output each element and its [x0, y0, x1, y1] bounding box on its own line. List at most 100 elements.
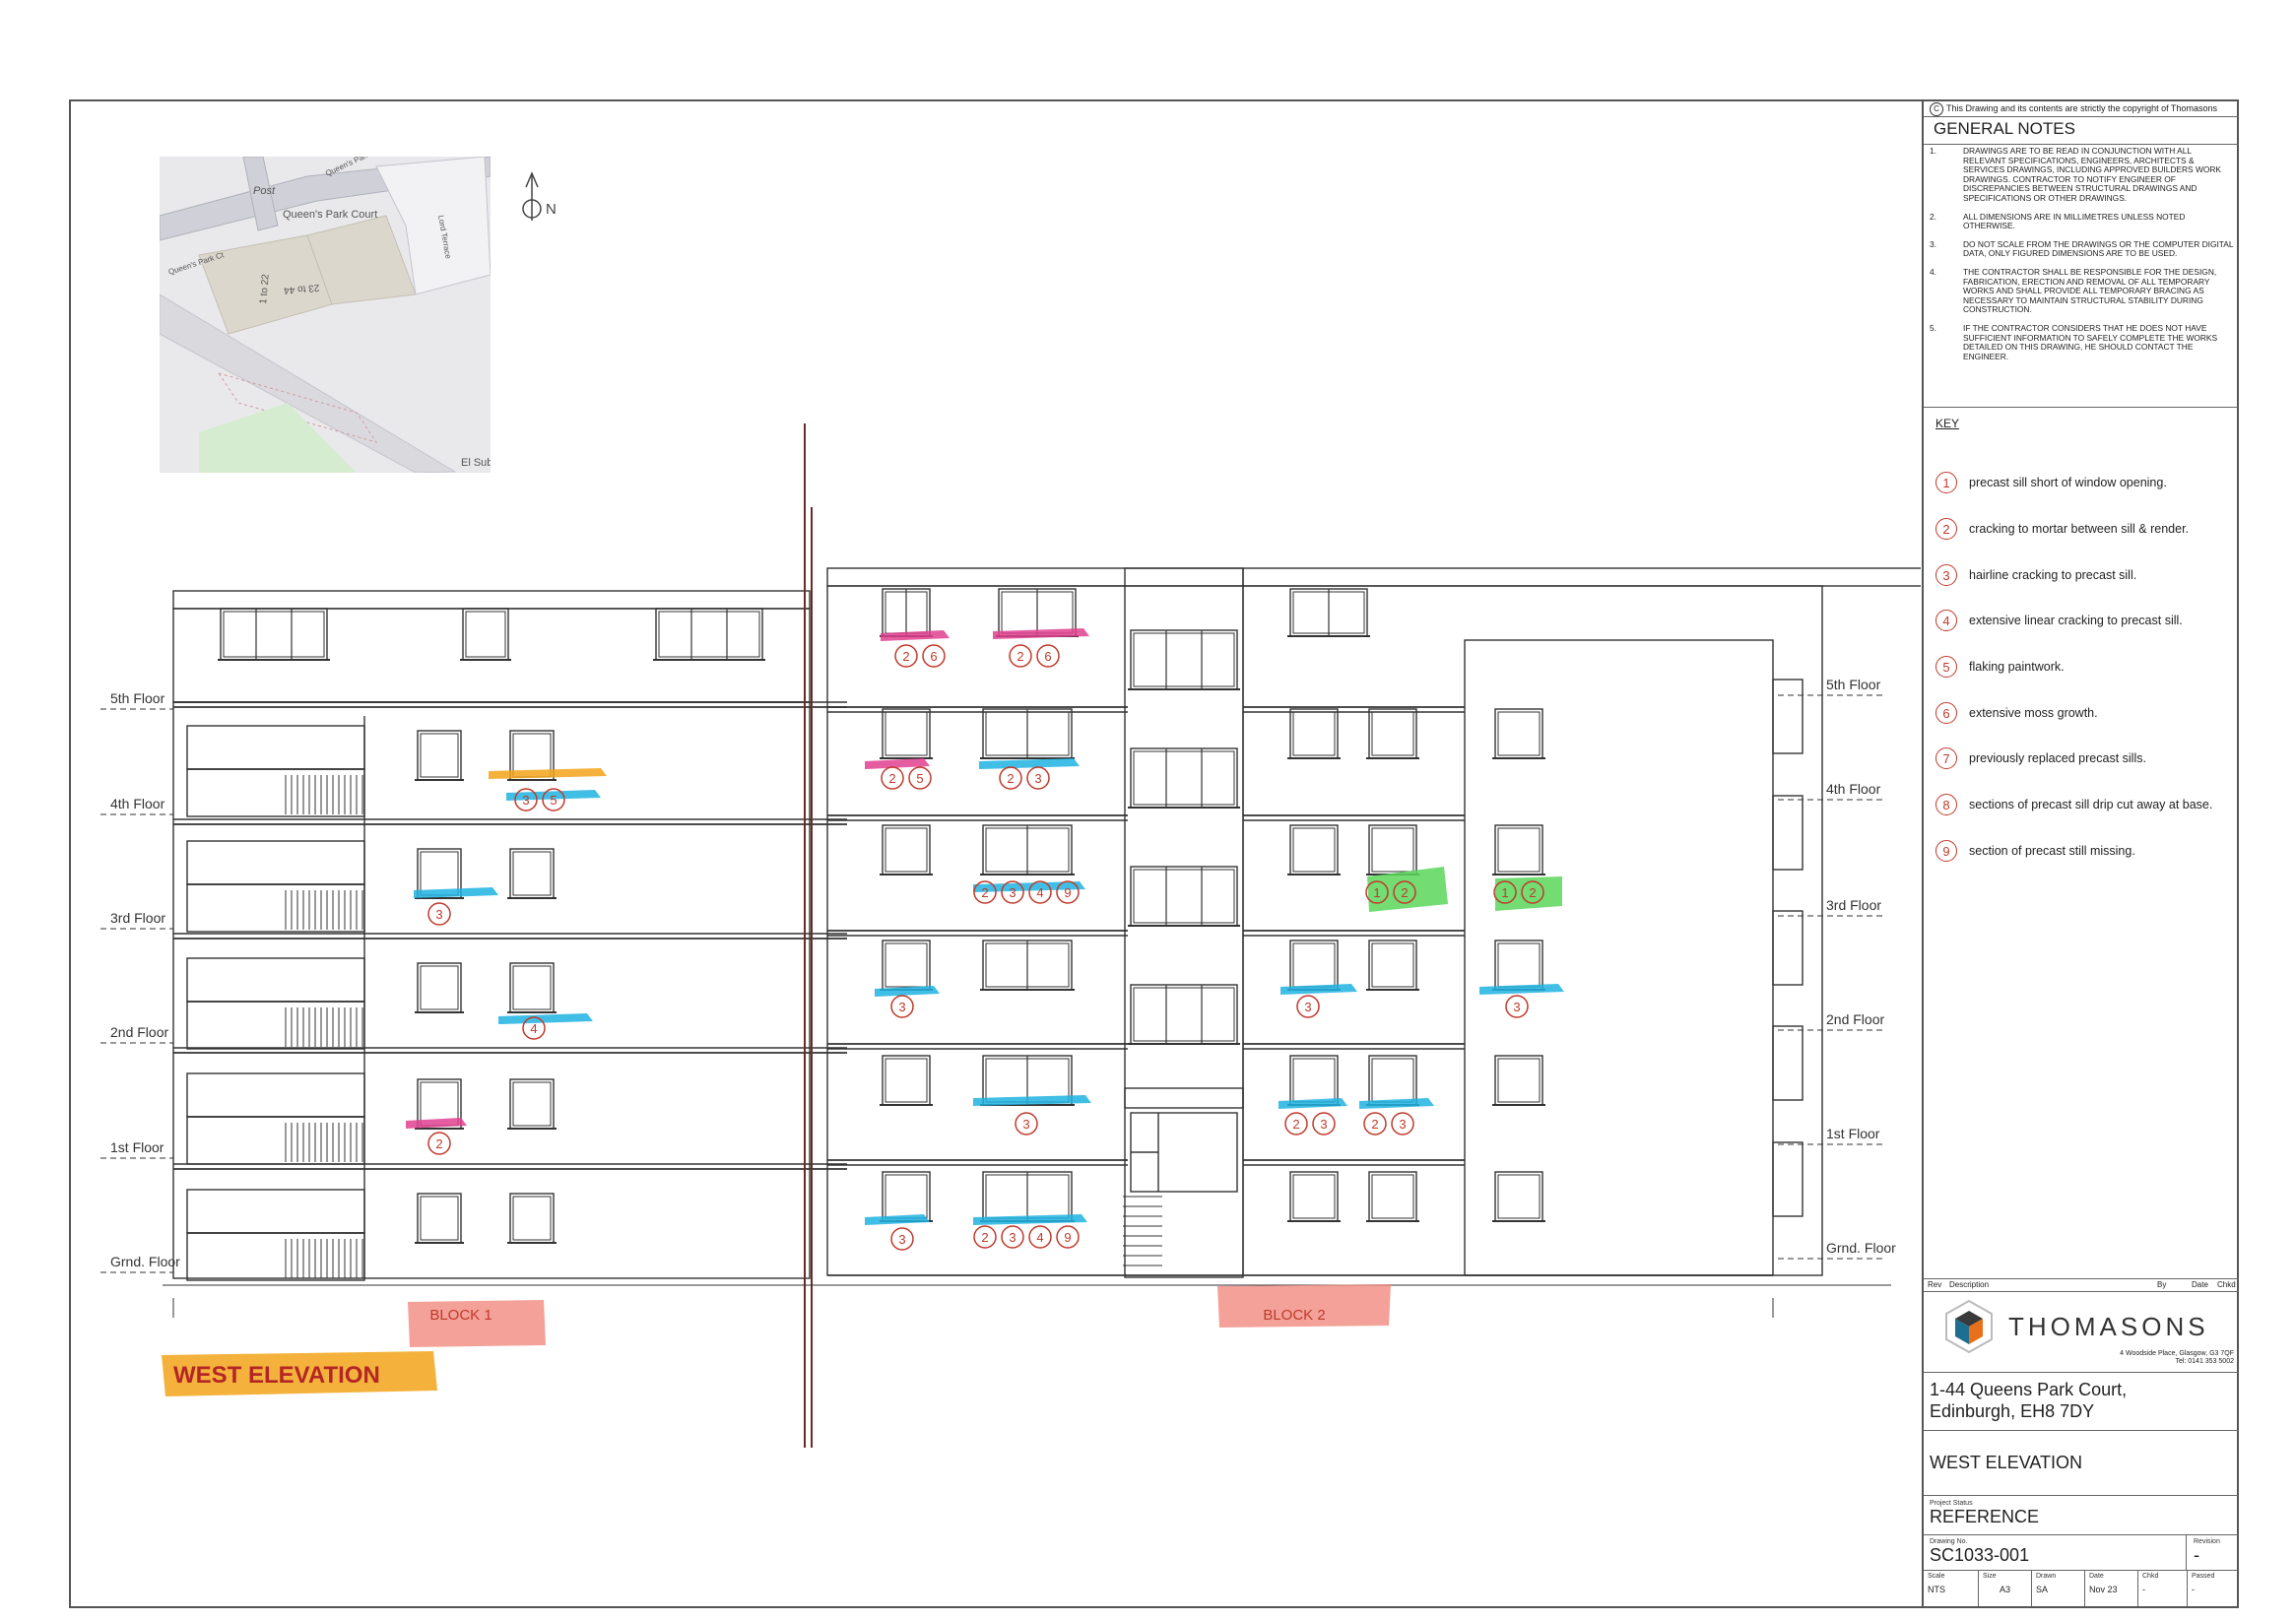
key-text: previously replaced precast sills. — [1969, 751, 2146, 766]
general-notes-list: 1.DRAWINGS ARE TO BE READ IN CONJUNCTION… — [1930, 146, 2235, 370]
block-1-label: BLOCK 1 — [429, 1307, 492, 1324]
north-arrow-icon: N — [522, 171, 557, 221]
defect-code: 2 — [981, 1230, 988, 1245]
defect-annotation: 4 — [522, 1016, 546, 1040]
key-number: 4 — [1935, 610, 1957, 632]
block-1-highlight — [408, 1300, 546, 1347]
key-text: hairline cracking to precast sill. — [1969, 567, 2137, 582]
key-item: 7 previously replaced precast sills. — [1935, 736, 2231, 782]
defect-highlight — [979, 758, 1080, 769]
window — [1497, 827, 1541, 873]
defect-highlight — [414, 887, 498, 898]
defect-code: 5 — [550, 793, 557, 808]
defect-annotation: 2 — [427, 1132, 451, 1155]
window — [1497, 1174, 1541, 1219]
window — [512, 965, 552, 1010]
defect-code: 3 — [1009, 1230, 1016, 1245]
window — [420, 733, 459, 778]
defect-code: 2 — [981, 885, 988, 900]
general-note: 4.THE CONTRACTOR SHALL BE RESPONSIBLE FO… — [1930, 266, 2217, 315]
floor-label: 1st Floor — [1826, 1126, 1880, 1141]
defect-code: 3 — [1009, 885, 1016, 900]
window — [420, 965, 459, 1010]
floor-label: 3rd Floor — [110, 910, 165, 926]
key-text: flaking paintwork. — [1969, 660, 2065, 675]
stair-window — [1133, 748, 1235, 808]
floor-label: 2nd Floor — [110, 1024, 168, 1040]
general-note: 3.DO NOT SCALE FROM THE DRAWINGS OR THE … — [1930, 238, 2234, 259]
window — [512, 1196, 552, 1241]
title-highlight — [162, 1351, 437, 1396]
defect-highlight — [506, 790, 601, 801]
revision-header: Rev Description By Date Chkd — [1924, 1278, 2239, 1292]
elevation-title-label: WEST ELEVATION — [173, 1362, 380, 1389]
key-text: precast sill short of window opening. — [1969, 476, 2167, 490]
defect-code: 5 — [916, 771, 923, 786]
key-text: cracking to mortar between sill & render… — [1969, 522, 2190, 537]
defect-code: 3 — [1022, 1117, 1029, 1132]
defect-highlight — [498, 1013, 593, 1024]
defect-code: 3 — [1513, 1000, 1520, 1014]
defect-code: 2 — [1017, 649, 1023, 664]
company-logo: THOMASONS — [1943, 1299, 2209, 1354]
defect-code: 3 — [1304, 1000, 1311, 1014]
window — [1292, 1174, 1336, 1219]
defect-highlight — [1495, 876, 1562, 911]
window — [885, 1058, 928, 1103]
window — [985, 825, 1070, 875]
defect-annotation: 3 — [1505, 995, 1529, 1018]
key-number: 2 — [1935, 518, 1957, 541]
defect-code: 6 — [930, 649, 937, 664]
defect-code: 9 — [1064, 885, 1071, 900]
defect-annotation: 3 — [1296, 995, 1320, 1018]
floor-label: 1st Floor — [110, 1139, 164, 1155]
company-logo-icon — [1945, 1299, 1993, 1354]
defect-code: 3 — [522, 793, 529, 808]
window — [1292, 827, 1336, 873]
window — [1497, 711, 1541, 756]
defect-code: 2 — [902, 649, 909, 664]
window — [420, 1196, 459, 1241]
window — [1497, 1058, 1541, 1103]
defect-highlight — [489, 768, 607, 779]
key-number: 7 — [1935, 747, 1957, 770]
key-number: 1 — [1935, 472, 1957, 494]
defect-code: 4 — [1036, 885, 1043, 900]
window — [985, 1172, 1070, 1221]
defect-annotation: 3 — [890, 1227, 914, 1251]
defect-highlight — [865, 758, 930, 769]
window — [1371, 1174, 1414, 1219]
window — [885, 1174, 928, 1219]
defect-highlight — [973, 1214, 1087, 1225]
stair-window — [1133, 630, 1235, 689]
defect-code: 4 — [1036, 1230, 1043, 1245]
defect-annotation: 2 3 4 9 — [973, 880, 1080, 904]
window — [885, 827, 928, 873]
defect-highlight — [1367, 867, 1448, 912]
project-address: 1-44 Queens Park Court,Edinburgh, EH8 7D… — [1924, 1372, 2239, 1431]
floor-label: Grnd. Floor — [1826, 1240, 1896, 1256]
block-2-label: BLOCK 2 — [1263, 1307, 1325, 1324]
window — [1371, 942, 1414, 988]
window — [512, 1081, 552, 1127]
defect-highlight — [1279, 1098, 1347, 1109]
defect-code: 3 — [435, 907, 442, 922]
general-note: 1.DRAWINGS ARE TO BE READ IN CONJUNCTION… — [1930, 146, 2221, 203]
north-label: N — [546, 201, 557, 218]
location-map: Post Queen's Park Court Queen's Park Ct … — [160, 157, 491, 473]
defect-highlight — [865, 1214, 930, 1225]
